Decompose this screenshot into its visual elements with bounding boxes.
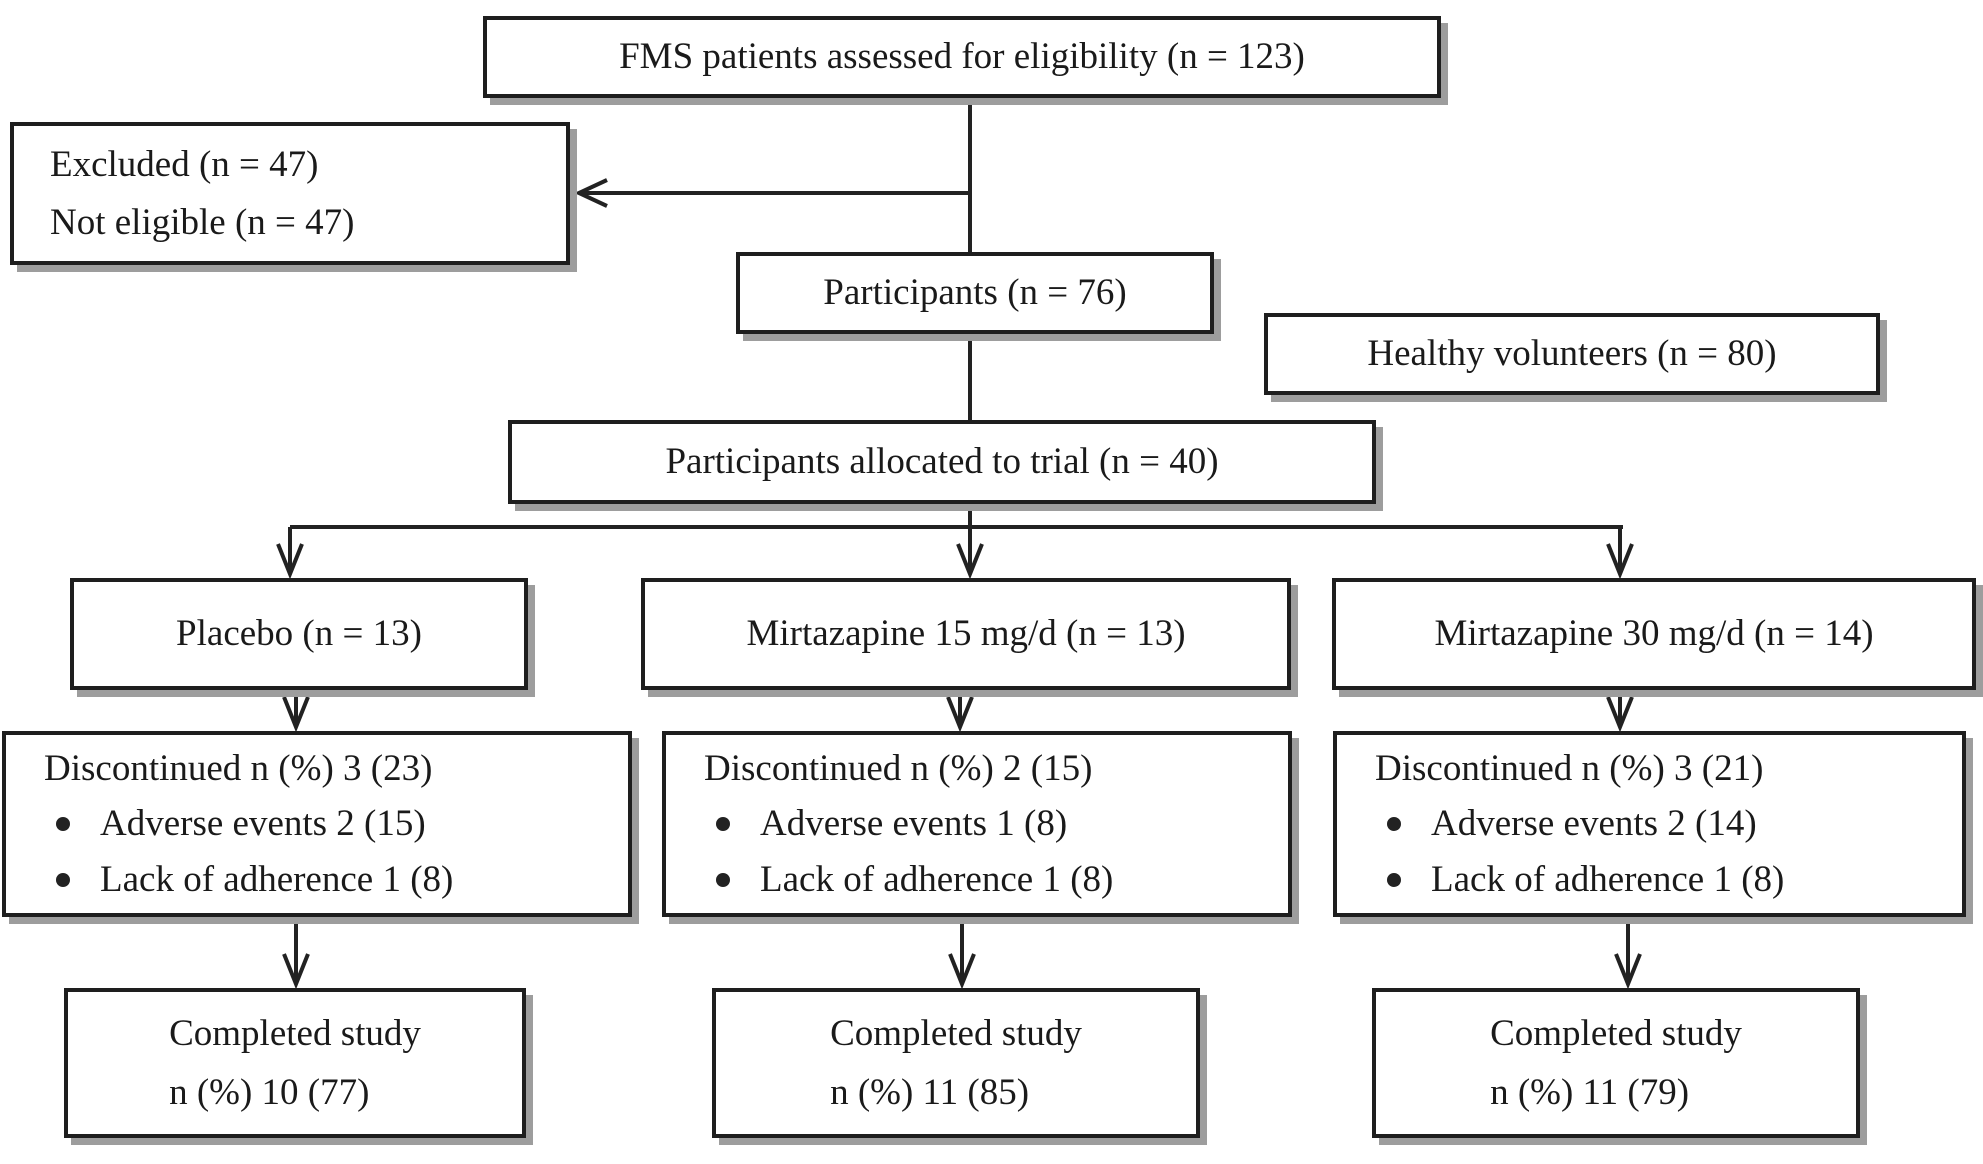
box-eligibility: FMS patients assessed for eligibility (n… xyxy=(483,16,1441,98)
box-arm-mirtazapine-15: Mirtazapine 15 mg/d (n = 13) xyxy=(641,578,1291,690)
completed-placebo-lines: Completed study n (%) 10 (77) xyxy=(169,1004,421,1122)
box-arm-mirtazapine-30: Mirtazapine 30 mg/d (n = 14) xyxy=(1332,578,1976,690)
completed-mirtazapine-30-line-1: Completed study xyxy=(1490,1012,1742,1054)
arrowhead-mirtazapine-15-discontinued xyxy=(946,696,974,733)
discontinued-mirtazapine-30-title: Discontinued n (%) 3 (21) xyxy=(1375,747,1764,789)
discontinued-mirtazapine-30-item-2: Lack of adherence 1 (8) xyxy=(1375,852,1784,908)
discontinued-mirtazapine-15-title: Discontinued n (%) 2 (15) xyxy=(704,747,1093,789)
arm-placebo-text: Placebo (n = 13) xyxy=(176,612,422,654)
excluded-line-2: Not eligible (n = 47) xyxy=(50,201,355,243)
arrowhead-placebo-discontinued xyxy=(282,696,310,733)
bullet-icon xyxy=(716,817,730,831)
discontinued-placebo-item-2: Lack of adherence 1 (8) xyxy=(44,852,453,908)
bullet-icon xyxy=(56,817,70,831)
box-arm-placebo: Placebo (n = 13) xyxy=(70,578,528,690)
discontinued-mirtazapine-15-item-1: Adverse events 1 (8) xyxy=(704,796,1067,852)
arrowhead-excluded-left xyxy=(574,178,608,208)
discontinued-mirtazapine-30-item-1-text: Adverse events 2 (14) xyxy=(1431,803,1757,845)
completed-mirtazapine-30-lines: Completed study n (%) 11 (79) xyxy=(1490,1004,1742,1122)
excluded-line-1: Excluded (n = 47) xyxy=(50,144,319,186)
discontinued-mirtazapine-15-item-2-text: Lack of adherence 1 (8) xyxy=(760,858,1114,900)
discontinued-placebo-item-2-text: Lack of adherence 1 (8) xyxy=(100,858,454,900)
discontinued-mirtazapine-15-item-1-text: Adverse events 1 (8) xyxy=(760,803,1068,845)
completed-placebo-line-2: n (%) 10 (77) xyxy=(169,1072,370,1113)
box-completed-mirtazapine-30: Completed study n (%) 11 (79) xyxy=(1372,988,1860,1138)
arm-mirtazapine-30-text: Mirtazapine 30 mg/d (n = 14) xyxy=(1434,612,1874,654)
bullet-icon xyxy=(56,872,70,887)
healthy-volunteers-text: Healthy volunteers (n = 80) xyxy=(1367,332,1777,374)
completed-placebo-line-1: Completed study xyxy=(169,1012,421,1054)
excluded-lines: Excluded (n = 47) Not eligible (n = 47) xyxy=(14,136,354,251)
box-discontinued-mirtazapine-15: Discontinued n (%) 2 (15) Adverse events… xyxy=(662,731,1292,917)
bullet-icon xyxy=(1387,872,1401,887)
arrowhead-arm-placebo xyxy=(276,543,304,580)
box-allocated: Participants allocated to trial (n = 40) xyxy=(508,420,1376,504)
arrowhead-mirtazapine-30-completed xyxy=(1614,953,1642,990)
discontinued-placebo-item-1: Adverse events 2 (15) xyxy=(44,796,426,852)
box-completed-placebo: Completed study n (%) 10 (77) xyxy=(64,988,526,1138)
completed-mirtazapine-15-line-1: Completed study xyxy=(830,1012,1082,1054)
arrowhead-placebo-completed xyxy=(282,953,310,990)
box-excluded: Excluded (n = 47) Not eligible (n = 47) xyxy=(10,122,570,265)
arm-mirtazapine-15-text: Mirtazapine 15 mg/d (n = 13) xyxy=(746,612,1186,654)
discontinued-placebo-title: Discontinued n (%) 3 (23) xyxy=(44,747,433,789)
discontinued-mirtazapine-15-item-2: Lack of adherence 1 (8) xyxy=(704,852,1113,908)
bullet-icon xyxy=(1387,817,1401,831)
completed-mirtazapine-30-line-2: n (%) 11 (79) xyxy=(1490,1072,1690,1113)
completed-mirtazapine-15-line-2: n (%) 11 (85) xyxy=(830,1072,1030,1113)
bullet-icon xyxy=(716,872,730,887)
box-discontinued-placebo: Discontinued n (%) 3 (23) Adverse events… xyxy=(2,731,632,917)
discontinued-mirtazapine-30-item-1: Adverse events 2 (14) xyxy=(1375,796,1757,852)
arrowhead-mirtazapine-30-discontinued xyxy=(1606,696,1634,733)
arrowhead-mirtazapine-15-completed xyxy=(948,953,976,990)
discontinued-mirtazapine-30-item-2-text: Lack of adherence 1 (8) xyxy=(1431,858,1785,900)
box-completed-mirtazapine-15: Completed study n (%) 11 (85) xyxy=(712,988,1200,1138)
box-discontinued-mirtazapine-30: Discontinued n (%) 3 (21) Adverse events… xyxy=(1333,731,1966,917)
discontinued-placebo-item-1-text: Adverse events 2 (15) xyxy=(100,803,426,845)
arrowhead-arm-mirtazapine-15 xyxy=(956,543,984,580)
participants-text: Participants (n = 76) xyxy=(823,271,1127,313)
eligibility-text: FMS patients assessed for eligibility (n… xyxy=(619,35,1305,77)
arrowhead-arm-mirtazapine-30 xyxy=(1606,543,1634,580)
box-participants: Participants (n = 76) xyxy=(736,252,1214,334)
allocated-text: Participants allocated to trial (n = 40) xyxy=(665,440,1219,482)
box-healthy-volunteers: Healthy volunteers (n = 80) xyxy=(1264,313,1880,395)
completed-mirtazapine-15-lines: Completed study n (%) 11 (85) xyxy=(830,1004,1082,1122)
